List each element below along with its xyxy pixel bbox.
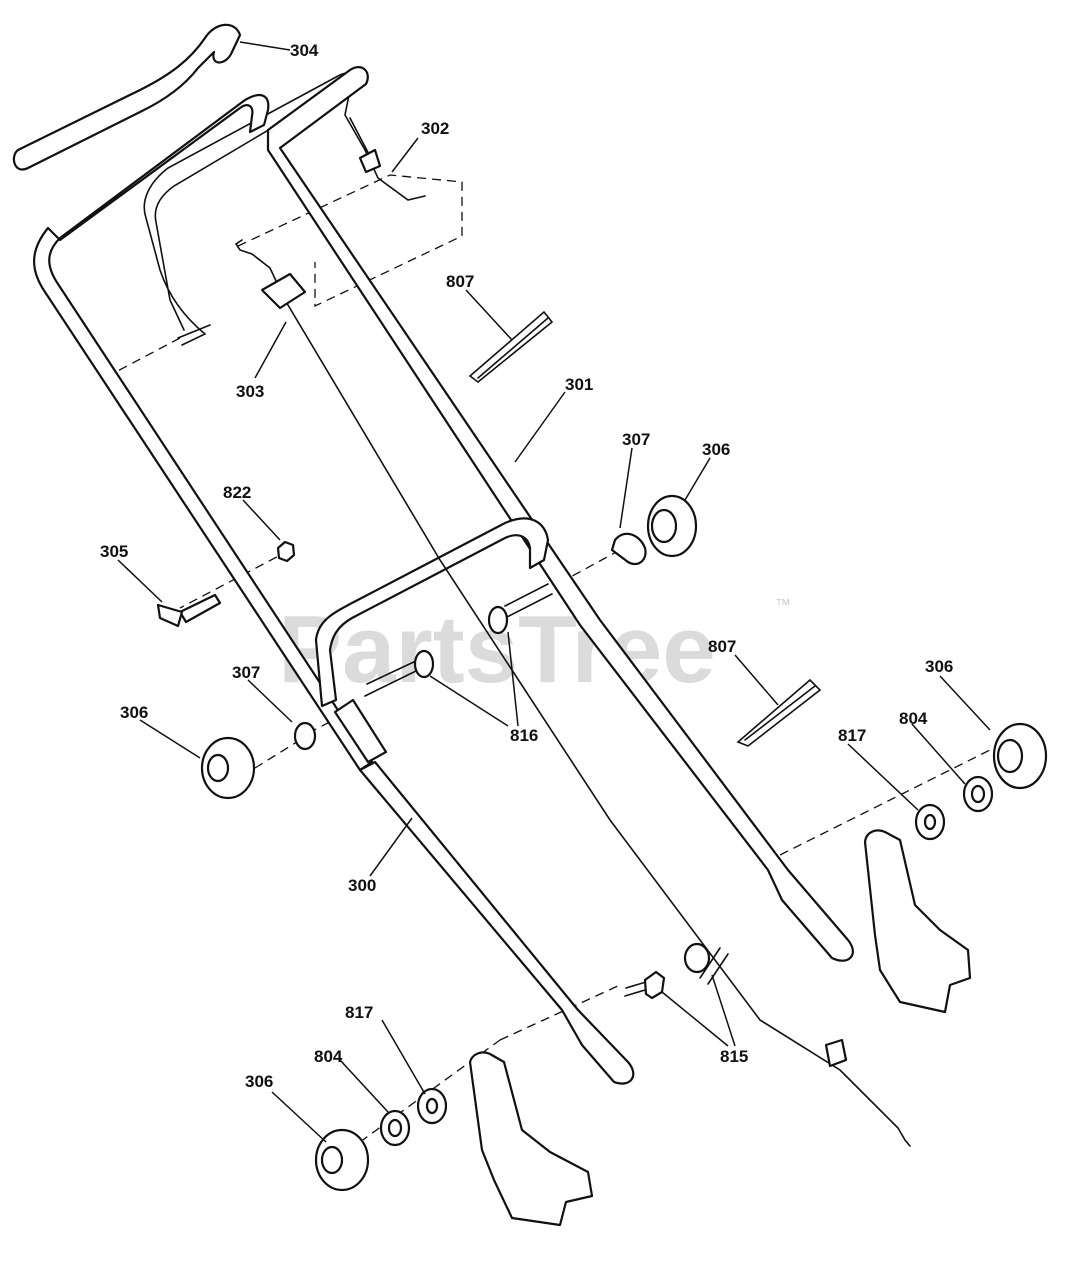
label-804-right: 804	[899, 709, 928, 728]
cam-washer-307-upper	[610, 532, 647, 566]
cable-tie-807-lower	[736, 678, 822, 747]
carriage-bolt-816-lower	[364, 649, 435, 697]
label-306-upper: 306	[702, 440, 730, 459]
leader-lines	[117, 41, 991, 1143]
cable-clip	[260, 272, 307, 310]
label-300: 300	[348, 876, 376, 895]
label-815: 815	[720, 1047, 748, 1066]
lock-washer-817-bottom	[416, 1087, 448, 1125]
label-822: 822	[223, 483, 251, 502]
pin-305	[156, 593, 222, 628]
grip-304	[12, 23, 242, 171]
knob-306-right	[992, 722, 1048, 790]
cable-fitting	[824, 1038, 848, 1068]
label-807-upper: 807	[446, 272, 474, 291]
lower-handle-300	[358, 760, 635, 1085]
label-302: 302	[421, 119, 449, 138]
cross-bar	[314, 517, 550, 708]
washer-804-right	[962, 775, 994, 813]
washer-804-bottom	[379, 1109, 411, 1147]
lock-washer-817-right	[914, 803, 946, 841]
label-817-bottom: 817	[345, 1003, 373, 1022]
label-306-left: 306	[120, 703, 148, 722]
cable-tie-807-upper	[468, 310, 554, 384]
bail-pivot	[358, 148, 382, 174]
label-307-lower: 307	[232, 663, 260, 682]
watermark-trademark: ™	[775, 597, 791, 614]
label-306-bottom: 306	[245, 1072, 273, 1091]
nut-822	[276, 540, 296, 563]
carriage-bolt-816-upper	[487, 583, 553, 635]
label-807-lower: 807	[708, 637, 736, 656]
label-304: 304	[290, 41, 319, 60]
label-301: 301	[565, 375, 593, 394]
bolt-815-left	[624, 970, 666, 1000]
label-307-upper: 307	[622, 430, 650, 449]
label-804-bottom: 804	[314, 1047, 343, 1066]
mounting-bracket-right	[863, 829, 972, 1014]
label-306-right: 306	[925, 657, 953, 676]
label-817-right: 817	[838, 726, 866, 745]
control-cable-303	[234, 239, 911, 1147]
bolt-815-right	[683, 942, 729, 985]
part-labels: 304 302 807 303 301 307 306 822 305 807 …	[100, 41, 953, 1091]
label-816: 816	[510, 726, 538, 745]
upper-handle-300	[33, 93, 374, 772]
label-303: 303	[236, 382, 264, 401]
handle-301	[266, 66, 854, 962]
handle-sleeve	[333, 698, 388, 764]
bail-handle-302	[143, 72, 426, 346]
mounting-bracket-bottom	[468, 1051, 594, 1227]
knob-306-left	[200, 736, 256, 800]
cam-washer-307-lower	[293, 721, 317, 751]
knob-306-bottom	[314, 1128, 370, 1192]
knob-306-upper-right	[646, 494, 698, 558]
label-305: 305	[100, 542, 128, 561]
